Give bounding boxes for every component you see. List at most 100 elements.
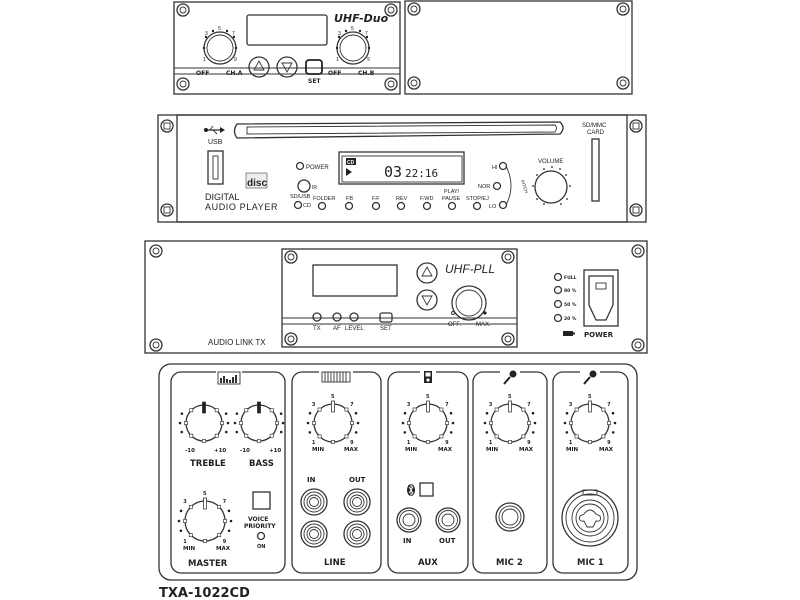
dial-number: 1 bbox=[336, 57, 339, 63]
dial-number: 7 bbox=[607, 402, 611, 408]
uhf-pll-down-button[interactable] bbox=[416, 289, 438, 311]
battery-80-led bbox=[553, 285, 563, 295]
battery-level-label: 20 % bbox=[564, 316, 577, 322]
battery-icon bbox=[563, 331, 573, 336]
level-led bbox=[349, 312, 359, 322]
pitch-lo-label: LO bbox=[489, 204, 497, 210]
tone-master-section bbox=[170, 371, 286, 574]
mic2-label: MIC 2 bbox=[496, 558, 523, 568]
play-pause-label: PLAY/ bbox=[444, 189, 460, 195]
aux-max-label: MAX bbox=[438, 447, 453, 453]
lcd-track: 03 bbox=[384, 163, 402, 181]
disc-slot bbox=[233, 121, 564, 139]
stop-eject-button[interactable] bbox=[472, 201, 482, 211]
ff-button[interactable] bbox=[371, 201, 381, 211]
battery-level-label: 50 % bbox=[564, 302, 577, 308]
cd-player-module: USB disc DIGITAL AUDIO PLAYER POWER IR S… bbox=[157, 114, 647, 223]
uhf-duo-up-button[interactable] bbox=[248, 56, 270, 78]
pitch-nor-button[interactable] bbox=[492, 181, 502, 191]
dial-number: 9 bbox=[223, 539, 227, 545]
folder-label: FOLDER bbox=[313, 196, 335, 202]
treble-max-label: +10 bbox=[214, 448, 226, 454]
line-in-jack-bottom[interactable] bbox=[300, 520, 328, 548]
dial-number: 3 bbox=[407, 402, 411, 408]
voice-priority-button[interactable] bbox=[252, 491, 271, 510]
dial-number: 7 bbox=[350, 402, 354, 408]
line-out-jack-top[interactable] bbox=[343, 488, 371, 516]
treble-knob[interactable] bbox=[178, 401, 230, 443]
line-label: LINE bbox=[324, 558, 346, 568]
audio-player-label: AUDIO PLAYER bbox=[205, 202, 278, 212]
ch-a-off-label: OFF bbox=[196, 70, 209, 77]
ch-a-label: CH.A bbox=[226, 70, 243, 77]
dial-number: 3 bbox=[338, 31, 341, 37]
microphone-icon bbox=[503, 370, 517, 385]
mic1-max-label: MAX bbox=[599, 447, 614, 453]
sd-card-slot[interactable] bbox=[591, 138, 600, 202]
card-label: CARD bbox=[587, 130, 605, 136]
power-led-label: POWER bbox=[306, 165, 329, 171]
volume-knob[interactable] bbox=[532, 166, 571, 205]
uhf-duo-down-button[interactable] bbox=[276, 56, 298, 78]
ch-b-knob[interactable] bbox=[335, 29, 371, 65]
dial-number: 9 bbox=[350, 440, 354, 446]
folder-button[interactable] bbox=[317, 201, 327, 211]
screw-icon bbox=[629, 119, 643, 133]
on-label: ON bbox=[257, 544, 265, 550]
fb-button[interactable] bbox=[344, 201, 354, 211]
mic1-min-label: MIN bbox=[566, 447, 579, 453]
af-level-knob[interactable] bbox=[451, 285, 487, 321]
equalizer-icon bbox=[217, 371, 241, 385]
lcd-source: CD bbox=[347, 160, 355, 166]
dial-number: 1 bbox=[569, 440, 573, 446]
battery-level-label: 80 % bbox=[564, 288, 577, 294]
bass-knob[interactable] bbox=[233, 401, 285, 443]
dial-number: 5 bbox=[218, 26, 221, 32]
screw-icon bbox=[160, 119, 174, 133]
uhf-duo-set-button[interactable] bbox=[305, 59, 323, 75]
sd-usb-cd-button[interactable] bbox=[293, 200, 303, 210]
dial-number: 5 bbox=[588, 394, 592, 400]
dial-number: 9 bbox=[445, 440, 449, 446]
fwd-button[interactable] bbox=[422, 201, 432, 211]
line-in-jack-top[interactable] bbox=[300, 488, 328, 516]
battery-full-led bbox=[553, 272, 563, 282]
voice-priority-led bbox=[256, 531, 266, 541]
usb-port[interactable] bbox=[207, 150, 224, 185]
uhf-pll-up-button[interactable] bbox=[416, 262, 438, 284]
rev-button[interactable] bbox=[396, 201, 406, 211]
uhf-duo-display bbox=[246, 14, 328, 46]
tx-label: TX bbox=[313, 326, 321, 332]
dial-number: 1 bbox=[312, 440, 316, 446]
svg-text:disc: disc bbox=[247, 178, 267, 189]
ch-a-knob[interactable] bbox=[202, 29, 238, 65]
dial-number: 5 bbox=[351, 26, 354, 32]
dial-number: 7 bbox=[365, 31, 368, 37]
aux-out-jack[interactable] bbox=[435, 507, 461, 533]
dial-number: 7 bbox=[445, 402, 449, 408]
pitch-hi-button[interactable] bbox=[498, 161, 508, 171]
ir-label: IR bbox=[312, 185, 317, 191]
dial-number: 1 bbox=[407, 440, 411, 446]
max-label: MAX. bbox=[476, 322, 491, 328]
uhf-pll-module bbox=[281, 248, 518, 348]
off-label: OFF. bbox=[448, 322, 461, 328]
line-out-jack-bottom[interactable] bbox=[343, 520, 371, 548]
aux-in-jack[interactable] bbox=[396, 507, 422, 533]
mic1-combo-jack[interactable] bbox=[561, 489, 619, 547]
power-switch[interactable] bbox=[583, 269, 619, 327]
screw-icon bbox=[384, 77, 398, 91]
mic2-jack[interactable] bbox=[495, 502, 525, 532]
pitch-lo-button[interactable] bbox=[498, 200, 508, 210]
uhf-pll-set-button[interactable] bbox=[379, 312, 393, 323]
bluetooth-pair-button[interactable] bbox=[419, 482, 434, 497]
play-pause-button[interactable] bbox=[447, 201, 457, 211]
battery-20-led bbox=[553, 313, 563, 323]
bass-label: BASS bbox=[249, 459, 274, 469]
play-pause-label: PAUSE bbox=[442, 196, 461, 202]
